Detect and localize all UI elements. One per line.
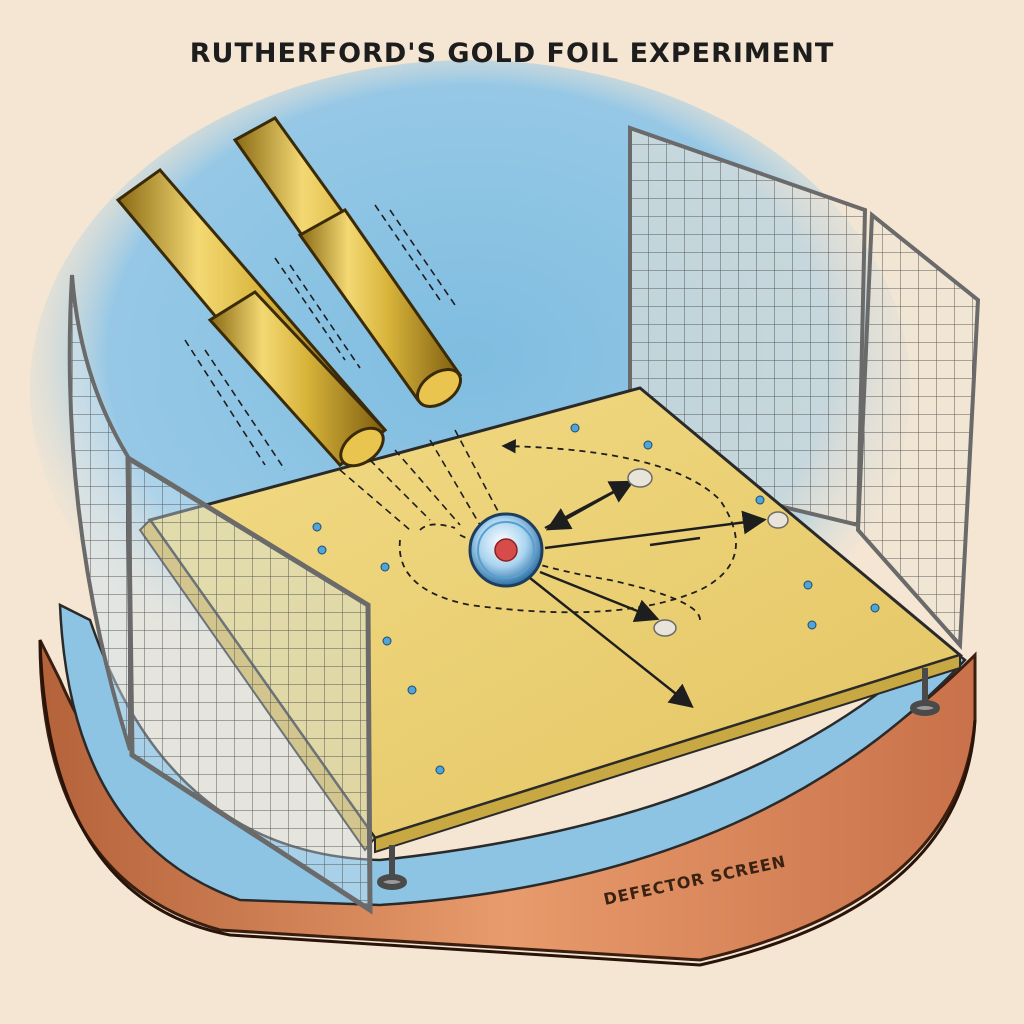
alpha-beam-dashes: [184, 204, 501, 531]
electron-dots: [312, 423, 880, 775]
diagram-title: RUTHERFORD'S GOLD FOIL EXPERIMENT: [189, 38, 835, 69]
scattering-arrows: [529, 480, 767, 708]
alpha-source-tube-left: [115, 167, 388, 468]
alpha-source-tube-right: [232, 116, 463, 408]
orbit-paths: [398, 439, 737, 621]
detector-screen-left-curved: [67, 274, 132, 751]
detector-screen-right: [855, 210, 981, 650]
foil-support-legs: [377, 668, 940, 890]
impact-flashes: [627, 468, 789, 637]
detector-screen-front: [125, 453, 373, 915]
gold-nucleus: [468, 512, 544, 588]
detector-screen-back: [628, 125, 868, 528]
